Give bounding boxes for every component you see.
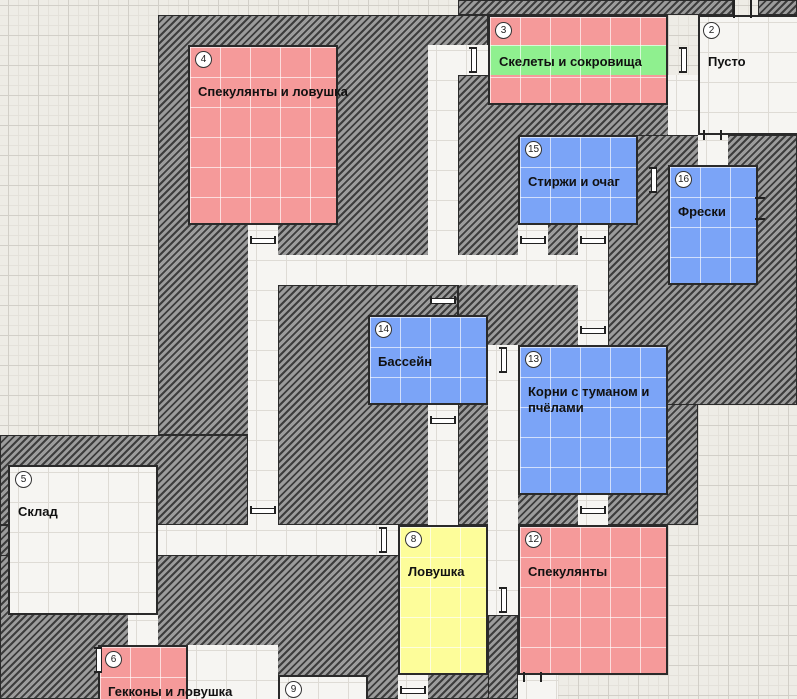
room-15-number: 15 — [525, 141, 542, 158]
corridor-bottom — [188, 645, 278, 699]
room-15-label: Стиржи и очаг — [528, 174, 620, 189]
door-3-east[interactable] — [679, 47, 687, 73]
room-3-label: Скелеты и сокровища — [499, 54, 642, 69]
door-8-west[interactable] — [379, 527, 387, 553]
room-14-number: 14 — [375, 321, 392, 338]
wall-tick-16b — [755, 218, 765, 220]
room-4-grid — [188, 45, 338, 225]
corridor-top-link — [428, 45, 488, 75]
door-14-13[interactable] — [499, 347, 507, 373]
corridor-top — [428, 45, 458, 285]
wall-tick-2d — [720, 130, 722, 140]
door-8-south[interactable] — [400, 686, 426, 694]
room-13-grid — [518, 345, 668, 495]
room-12-label: Спекулянты — [528, 564, 608, 579]
wall-tick-2b — [750, 0, 752, 18]
room-2-number: 2 — [703, 22, 720, 39]
door-13-north[interactable] — [580, 326, 606, 334]
wall-tick-12a — [523, 672, 525, 682]
room-5 — [8, 465, 158, 615]
room-14-label: Бассейн — [378, 354, 433, 369]
room-4-number: 4 — [195, 51, 212, 68]
corridor-east-2 — [698, 135, 728, 165]
room-8 — [398, 525, 488, 675]
room-9-number: 9 — [285, 681, 302, 698]
room-6-number: 6 — [105, 651, 122, 668]
room-3-number: 3 — [495, 22, 512, 39]
door-15-south-west[interactable] — [520, 236, 546, 244]
door-15-south-east[interactable] — [580, 236, 606, 244]
room-13-label: Корни с туманом и пчёлами — [528, 384, 650, 415]
corridor-west-vertical — [248, 225, 278, 525]
door-15-16[interactable] — [649, 167, 657, 193]
room-5-number: 5 — [15, 471, 32, 488]
door-8-12[interactable] — [499, 587, 507, 613]
door-14-south[interactable] — [430, 416, 456, 424]
corridor-south — [158, 525, 398, 555]
door-13-south[interactable] — [580, 506, 606, 514]
room-5-floor — [10, 467, 156, 613]
wall-tick-2a — [733, 0, 735, 18]
room-8-label: Ловушка — [408, 564, 465, 579]
wall-south-right — [488, 615, 518, 699]
room-12 — [518, 525, 668, 675]
room-12-number: 12 — [525, 531, 542, 548]
door-6-west[interactable] — [94, 647, 102, 673]
corridor-mid-2 — [578, 225, 608, 345]
room-16-number: 16 — [675, 171, 692, 188]
corridor-south-3 — [488, 345, 518, 615]
corridor-bottom-2 — [398, 675, 428, 699]
door-3-west[interactable] — [469, 47, 477, 73]
wall-tick-16a — [755, 197, 765, 199]
door-4-south[interactable] — [250, 236, 276, 244]
wall-north-top — [458, 0, 733, 15]
wall-east-top — [758, 0, 797, 15]
room-5-label: Склад — [18, 504, 58, 519]
room-3-title-band — [488, 45, 668, 75]
corridor-mid — [518, 225, 548, 285]
room-4-label: Спекулянты и ловушка — [198, 84, 348, 99]
door-corridor-west[interactable] — [250, 506, 276, 514]
room-8-number: 8 — [405, 531, 422, 548]
room-9 — [278, 675, 368, 699]
room-6-label: Гекконы и ловушка — [108, 684, 233, 699]
room-2-label: Пусто — [708, 54, 746, 69]
door-14-north[interactable] — [430, 296, 456, 304]
wall-tick-2c — [703, 130, 705, 140]
corridor-east — [668, 75, 698, 135]
room-13-number: 13 — [525, 351, 542, 368]
room-16-label: Фрески — [678, 204, 726, 219]
corridor-south-2 — [428, 405, 458, 525]
room-9-floor — [280, 677, 366, 699]
wall-tick-12b — [540, 672, 542, 682]
